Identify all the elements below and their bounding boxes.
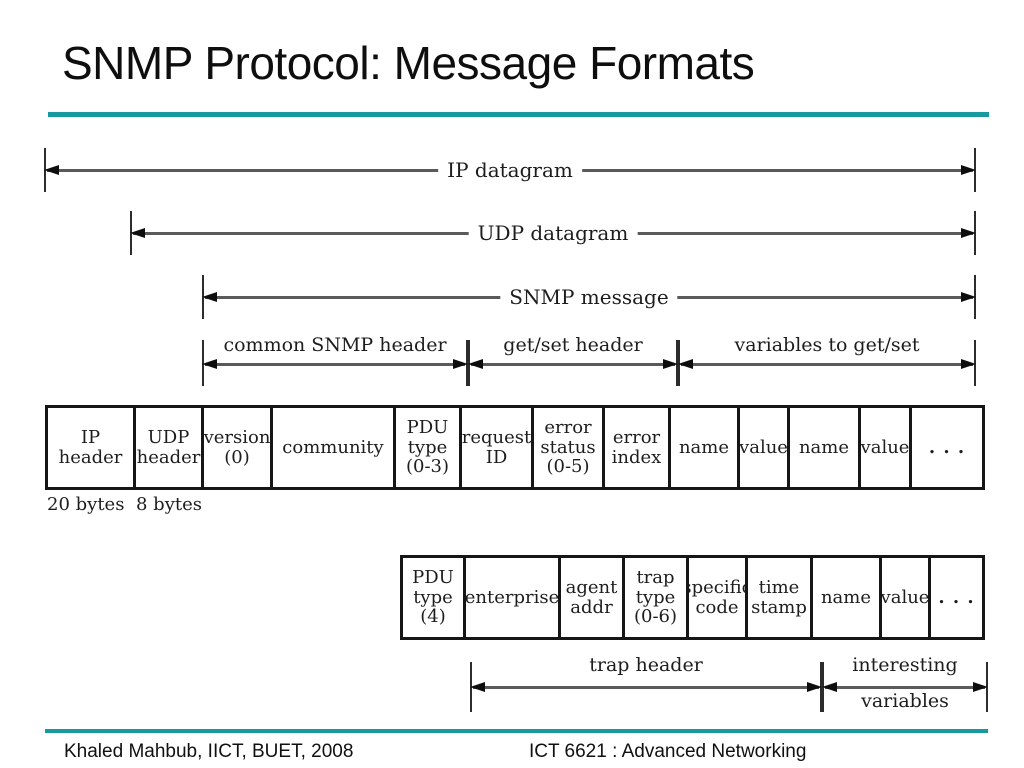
arrow-interesting-variables: interesting variables xyxy=(822,654,988,712)
arrow-ip-datagram: IP datagram xyxy=(44,148,976,192)
arrow-label: get/set header xyxy=(503,334,643,356)
arrow-shaft xyxy=(471,363,675,366)
table-cell-pdu-type: PDU type (0-3) xyxy=(396,408,462,487)
arrowhead-left-icon xyxy=(678,359,693,369)
arrow-shaft xyxy=(473,686,819,689)
arrow-trap-header: trap header xyxy=(470,654,822,712)
arrowhead-left-icon xyxy=(822,682,837,692)
table-cell-value: value xyxy=(882,558,931,637)
arrowhead-left-icon xyxy=(202,292,217,302)
arrow-label: IP datagram xyxy=(438,158,582,182)
table-cell-pdu-type: PDU type (4) xyxy=(403,558,466,637)
ip-header-size-label: 20 bytes xyxy=(47,494,125,515)
snmp-message-format-table: IP header UDP header version (0) communi… xyxy=(45,405,985,490)
arrow-shaft xyxy=(825,686,985,689)
table-cell-request-id: request ID xyxy=(462,408,534,487)
arrowhead-right-icon xyxy=(961,292,976,302)
arrowhead-right-icon xyxy=(961,165,976,175)
table-cell-name: name xyxy=(790,408,861,487)
snmp-trap-format-table: PDU type (4) enterprise agent addr trap … xyxy=(400,555,985,640)
table-cell-specific-code: specific code xyxy=(689,558,748,637)
table-cell-value: value xyxy=(740,408,790,487)
slide-title: SNMP Protocol: Message Formats xyxy=(62,37,755,89)
table-cell-name: name xyxy=(813,558,882,637)
arrowhead-right-icon xyxy=(453,359,468,369)
title-underline xyxy=(48,112,989,117)
arrow-shaft xyxy=(205,363,465,366)
table-cell-error-status: error status (0-5) xyxy=(534,408,605,487)
arrowhead-right-icon xyxy=(961,359,976,369)
footer-divider xyxy=(45,729,988,733)
arrow-label: common SNMP header xyxy=(223,334,447,356)
table-cell-trap-type: trap type (0-6) xyxy=(625,558,689,637)
footer-author: Khaled Mahbub, IICT, BUET, 2008 xyxy=(64,741,354,762)
table-cell-community: community xyxy=(273,408,396,487)
arrow-snmp-message: SNMP message xyxy=(202,275,976,319)
table-cell-error-index: error index xyxy=(605,408,671,487)
arrowhead-right-icon xyxy=(663,359,678,369)
arrow-common-snmp-header: common SNMP header xyxy=(202,334,468,386)
arrow-variables-to-get-set: variables to get/set xyxy=(678,334,976,386)
arrow-label: SNMP message xyxy=(500,285,678,309)
arrowhead-left-icon xyxy=(202,359,217,369)
arrow-label: trap header xyxy=(589,654,703,676)
footer-course: ICT 6621 : Advanced Networking xyxy=(529,741,807,762)
arrowhead-left-icon xyxy=(44,165,59,175)
arrow-label: variables to get/set xyxy=(734,334,920,356)
arrowhead-left-icon xyxy=(468,359,483,369)
arrowhead-left-icon xyxy=(470,682,485,692)
arrowhead-left-icon xyxy=(130,228,145,238)
arrow-get-set-header: get/set header xyxy=(468,334,678,386)
arrow-label-bottom: variables xyxy=(861,690,949,712)
table-cell-ip-header: IP header xyxy=(48,408,136,487)
arrow-label: UDP datagram xyxy=(468,221,638,245)
table-cell-ellipsis: . . . xyxy=(928,436,966,458)
table-cell-udp-header: UDP header xyxy=(136,408,204,487)
arrow-label-top: interesting xyxy=(852,654,958,676)
arrow-shaft xyxy=(681,363,973,366)
table-cell-enterprise: enterprise xyxy=(466,558,561,637)
table-cell-time-stamp: time stamp xyxy=(748,558,813,637)
table-cell-value: value xyxy=(861,408,912,487)
udp-header-size-label: 8 bytes xyxy=(136,494,202,515)
table-cell-name: name xyxy=(671,408,740,487)
arrow-udp-datagram: UDP datagram xyxy=(130,211,976,255)
arrowhead-right-icon xyxy=(807,682,822,692)
table-cell-ellipsis: . . . xyxy=(938,586,975,608)
arrowhead-right-icon xyxy=(973,682,988,692)
table-cell-agent-addr: agent addr xyxy=(561,558,625,637)
table-cell-version: version (0) xyxy=(204,408,273,487)
arrowhead-right-icon xyxy=(961,228,976,238)
